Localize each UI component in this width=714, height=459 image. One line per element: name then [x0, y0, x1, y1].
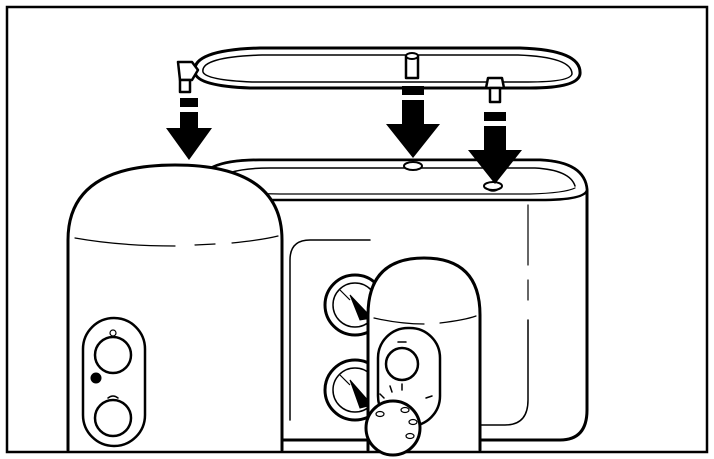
arrow-center-pin: [386, 86, 440, 158]
arrow-left-pin: [166, 98, 212, 160]
left-speaker: [66, 163, 284, 452]
handle-rail: [176, 46, 582, 104]
arrow-right-pin: [468, 112, 522, 184]
volume-knob: [364, 399, 422, 457]
